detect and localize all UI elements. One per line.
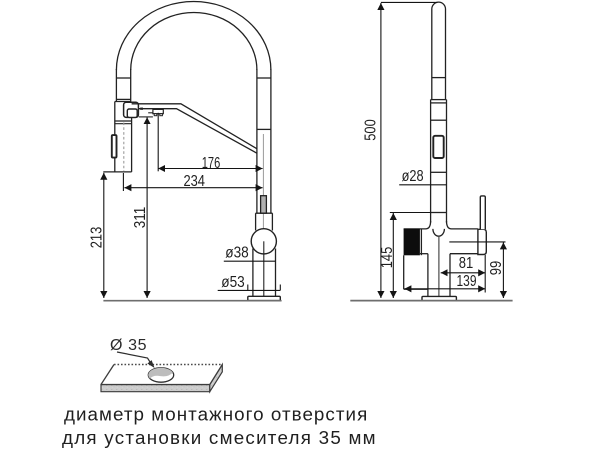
svg-text:81: 81 bbox=[459, 255, 474, 272]
svg-text:99: 99 bbox=[488, 261, 505, 276]
svg-text:145: 145 bbox=[379, 246, 396, 268]
svg-text:213: 213 bbox=[89, 227, 106, 249]
svg-text:ø53: ø53 bbox=[221, 274, 245, 291]
svg-text:234: 234 bbox=[183, 173, 205, 190]
svg-text:139: 139 bbox=[457, 273, 477, 290]
svg-text:ø38: ø38 bbox=[225, 245, 249, 262]
svg-text:для установки смесителя 35 мм: для установки смесителя 35 мм bbox=[62, 427, 377, 448]
svg-text:176: 176 bbox=[202, 155, 221, 172]
svg-text:311: 311 bbox=[132, 207, 149, 229]
svg-text:диаметр монтажного отверстия: диаметр монтажного отверстия bbox=[64, 404, 368, 425]
svg-text:ø28: ø28 bbox=[402, 168, 424, 185]
svg-text:Ø 35: Ø 35 bbox=[110, 337, 147, 354]
svg-text:500: 500 bbox=[363, 119, 380, 141]
